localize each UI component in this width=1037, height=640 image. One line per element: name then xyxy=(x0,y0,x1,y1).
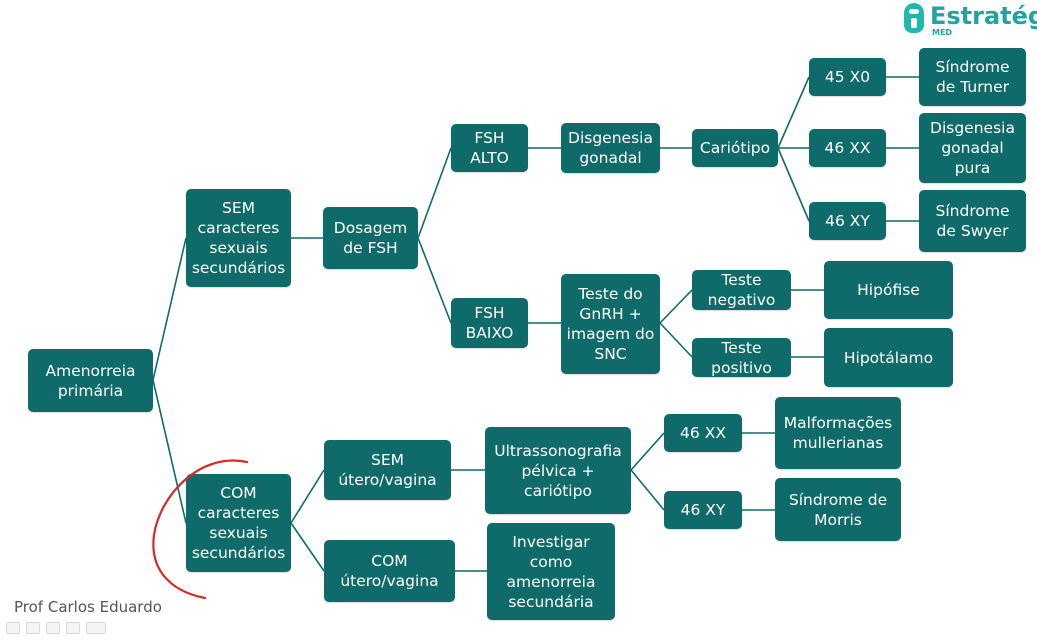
control-button[interactable] xyxy=(46,622,60,634)
node-hipofise: Hipófise xyxy=(824,261,953,319)
connector-usg-46xy xyxy=(630,469,665,511)
node-cariotipo: Cariótipo xyxy=(692,129,778,167)
node-investigar-secundaria: Investigar como amenorreia secundária xyxy=(487,523,615,620)
control-button[interactable] xyxy=(66,622,80,634)
node-46xy-bottom: 46 XY xyxy=(664,491,742,529)
node-46xy-top: 46 XY xyxy=(809,202,886,240)
node-sem-caracteres: SEM caracteres sexuais secundários xyxy=(186,189,291,287)
connector-cariotipo-45x0 xyxy=(777,76,810,149)
node-hipotalamo: Hipotálamo xyxy=(824,328,953,387)
control-button[interactable] xyxy=(26,622,40,634)
node-sindrome-morris: Síndrome de Morris xyxy=(775,478,901,541)
node-ultrassonografia: Ultrassonografia pélvica + cariótipo xyxy=(485,427,631,514)
node-teste-gnrh: Teste do GnRH + imagem do SNC xyxy=(561,274,660,374)
control-button[interactable] xyxy=(6,622,20,634)
node-sindrome-swyer: Síndrome de Swyer xyxy=(919,190,1026,252)
control-button[interactable] xyxy=(86,622,106,634)
node-fsh-baixo: FSH BAIXO xyxy=(451,298,528,348)
node-disgenesia-pura: Disgenesia gonadal pura xyxy=(919,113,1026,183)
connector-dosagem-alto xyxy=(417,147,452,239)
node-teste-negativo: Teste negativo xyxy=(692,270,791,310)
connector-amenorreia-sem xyxy=(152,237,187,381)
connector-cariotipo-46xy xyxy=(777,147,810,222)
logo-sub: MED xyxy=(932,28,953,37)
owl-logo-icon xyxy=(904,3,924,33)
connector-amenorreia-com xyxy=(152,379,187,524)
connector-com-semutero xyxy=(290,469,325,524)
connector-gnrh-positivo xyxy=(659,322,693,358)
logo-name: Estratégia xyxy=(930,2,1037,30)
node-46xx-top: 46 XX xyxy=(809,129,886,167)
node-teste-positivo: Teste positivo xyxy=(692,338,791,377)
node-amenorreia-primaria: Amenorreia primária xyxy=(28,349,153,412)
node-com-utero-vagina: COM útero/vagina xyxy=(324,540,455,602)
node-sindrome-turner: Síndrome de Turner xyxy=(919,48,1026,106)
node-com-caracteres: COM caracteres sexuais secundários xyxy=(186,474,291,572)
node-fsh-alto: FSH ALTO xyxy=(451,124,528,172)
connector-dosagem-baixo xyxy=(417,237,452,324)
node-46xx-bottom: 46 XX xyxy=(664,414,742,452)
estrategia-med-logo: Estratégia MED xyxy=(902,0,1037,44)
video-controls xyxy=(0,618,120,640)
connector-gnrh-negativo xyxy=(659,289,693,324)
connector-usg-46xx xyxy=(630,432,665,471)
node-45x0: 45 X0 xyxy=(809,58,886,96)
connector-com-comutero xyxy=(290,522,325,572)
presenter-name: Prof Carlos Eduardo xyxy=(14,598,162,616)
node-disgenesia-gonadal: Disgenesia gonadal xyxy=(561,123,660,173)
node-dosagem-fsh: Dosagem de FSH xyxy=(323,207,418,269)
node-sem-utero-vagina: SEM útero/vagina xyxy=(324,440,451,500)
node-malformacoes-mullerianas: Malformações mullerianas xyxy=(775,397,901,469)
